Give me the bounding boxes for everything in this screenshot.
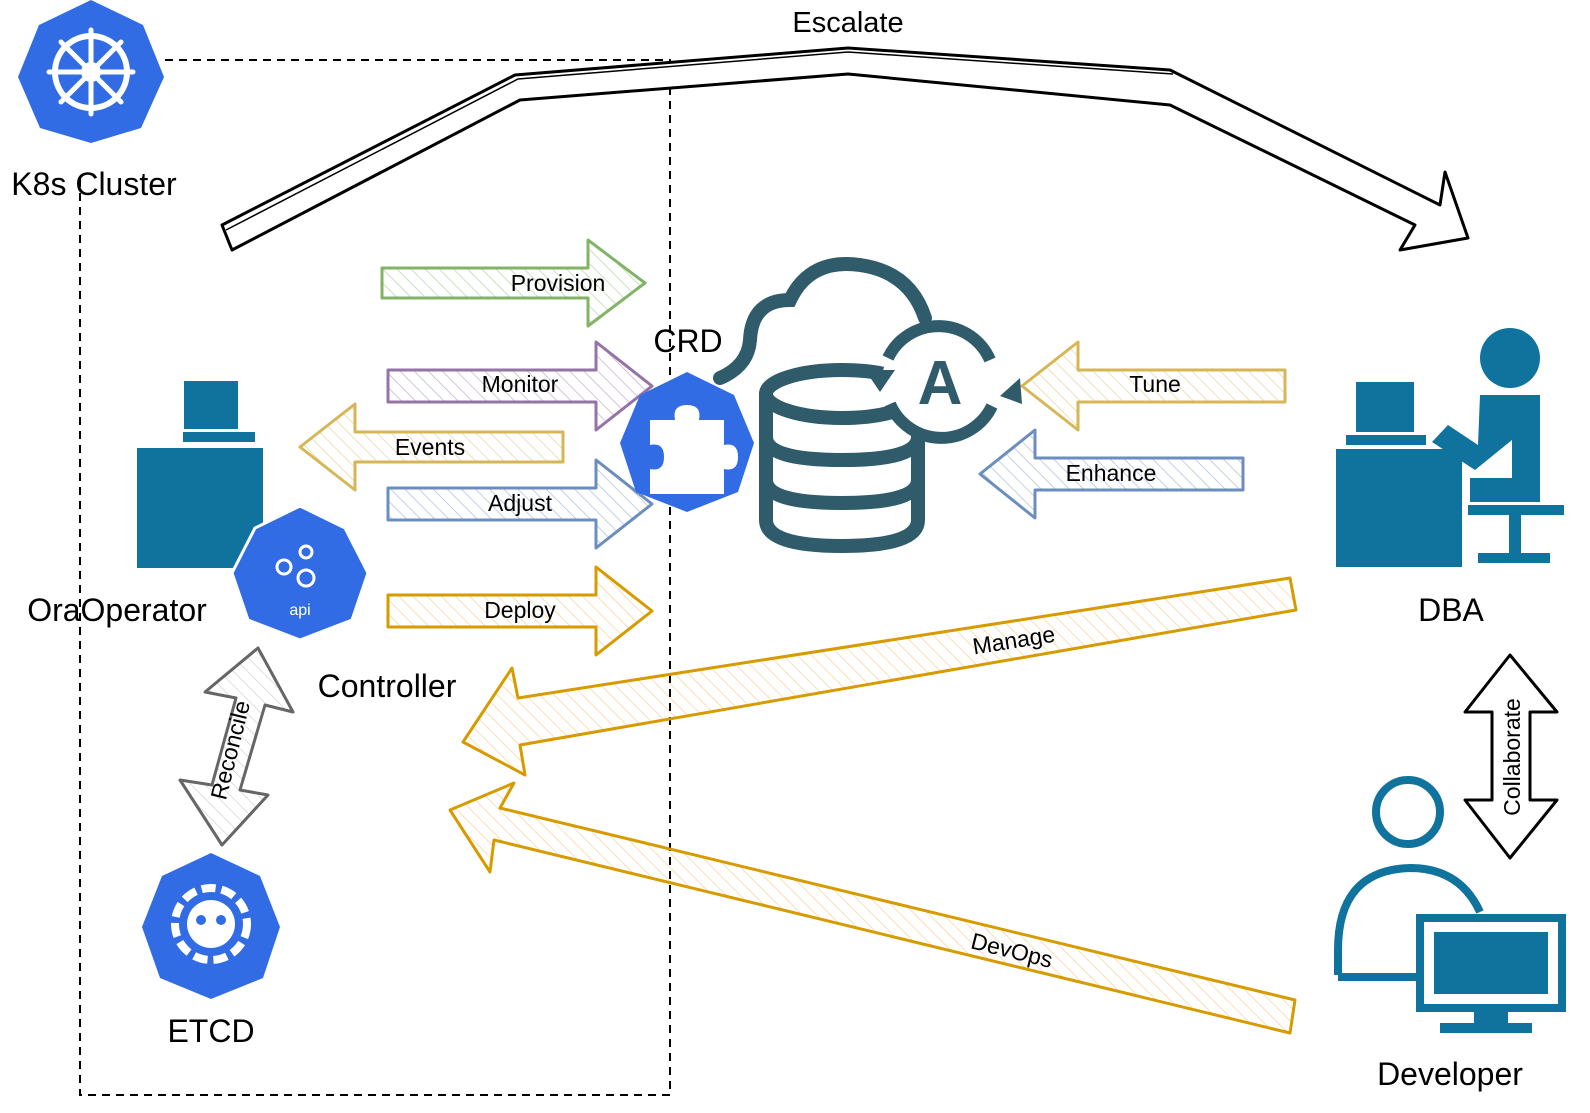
- api-badge-text: api: [289, 602, 310, 619]
- monitor-arrow: [386, 340, 654, 432]
- manage-arrow: [461, 576, 1298, 777]
- tune-label: Tune: [1129, 371, 1181, 397]
- events-arrow: [298, 402, 565, 492]
- dba-person-icon: [1336, 328, 1564, 567]
- developer-person-icon: [1334, 776, 1566, 1033]
- escalate-label: Escalate: [792, 7, 903, 39]
- crd-label: CRD: [653, 323, 722, 359]
- escalate-arrow: [220, 46, 1470, 252]
- enhance-arrow: [978, 428, 1245, 520]
- developer-label: Developer: [1377, 1056, 1523, 1092]
- adjust-arrow: [386, 458, 654, 550]
- autonomous-badge-letter: A: [918, 349, 963, 418]
- devops-arrow: [448, 781, 1297, 1035]
- controller-label: Controller: [318, 668, 457, 704]
- events-label: Events: [395, 434, 465, 460]
- etcd-label: ETCD: [167, 1013, 254, 1049]
- deploy-arrow: [386, 565, 654, 657]
- autonomous-db-icon: A: [865, 320, 1022, 444]
- provision-label: Provision: [511, 270, 606, 296]
- adjust-label: Adjust: [488, 490, 553, 516]
- deploy-label: Deploy: [484, 597, 556, 623]
- crd-puzzle-icon: [620, 372, 754, 512]
- k8s-cluster-boundary: [79, 59, 671, 1096]
- api-controller-icon: api: [230, 504, 370, 642]
- k8s-cluster-label: K8s Cluster: [11, 166, 177, 202]
- dba-label: DBA: [1418, 592, 1484, 628]
- collaborate-label: Collaborate: [1499, 698, 1525, 816]
- kubernetes-icon: [18, 0, 164, 143]
- collaborate-arrow: [1463, 653, 1559, 860]
- reconcile-arrow: [178, 646, 295, 847]
- monitor-label: Monitor: [482, 371, 559, 397]
- enhance-label: Enhance: [1066, 460, 1157, 486]
- oraoperator-label: OraOperator: [27, 592, 207, 628]
- tune-arrow: [1020, 340, 1287, 432]
- provision-arrow: [380, 238, 647, 328]
- operator-computer-icon: [137, 381, 263, 568]
- etcd-icon: [142, 853, 280, 999]
- gears-icon: [275, 544, 316, 588]
